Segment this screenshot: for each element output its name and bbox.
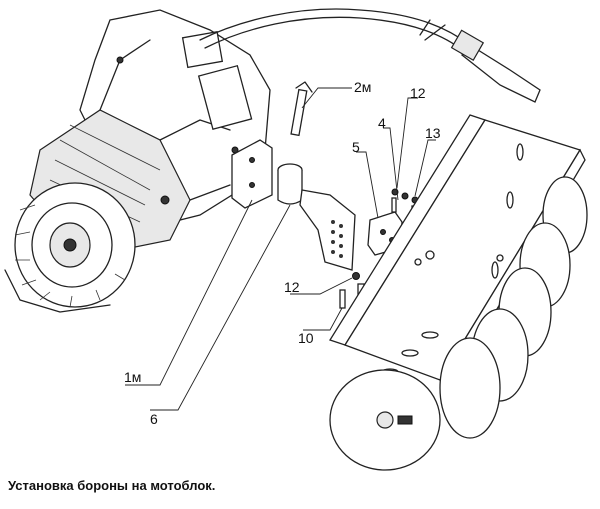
label-2m: 2м	[354, 79, 371, 95]
bracket-1m	[231, 139, 273, 209]
label-5: 5	[352, 139, 360, 155]
leader-lines	[125, 87, 436, 411]
pin-2m	[290, 81, 313, 137]
plate-5	[299, 189, 356, 271]
label-4: 4	[378, 115, 386, 131]
coupler-6	[277, 163, 303, 205]
tiller-body	[29, 9, 271, 251]
figure-caption: Установка бороны на мотоблок.	[8, 478, 216, 493]
label-6: 6	[150, 411, 158, 427]
label-13: 13	[425, 125, 441, 141]
tiller-wheel	[4, 182, 136, 313]
label-10: 10	[298, 330, 314, 346]
label-12-top: 12	[410, 85, 426, 101]
tiller-handle	[199, 8, 541, 103]
harrow-discs	[329, 176, 588, 471]
label-12-bottom: 12	[284, 279, 300, 295]
label-1m: 1м	[124, 369, 141, 385]
